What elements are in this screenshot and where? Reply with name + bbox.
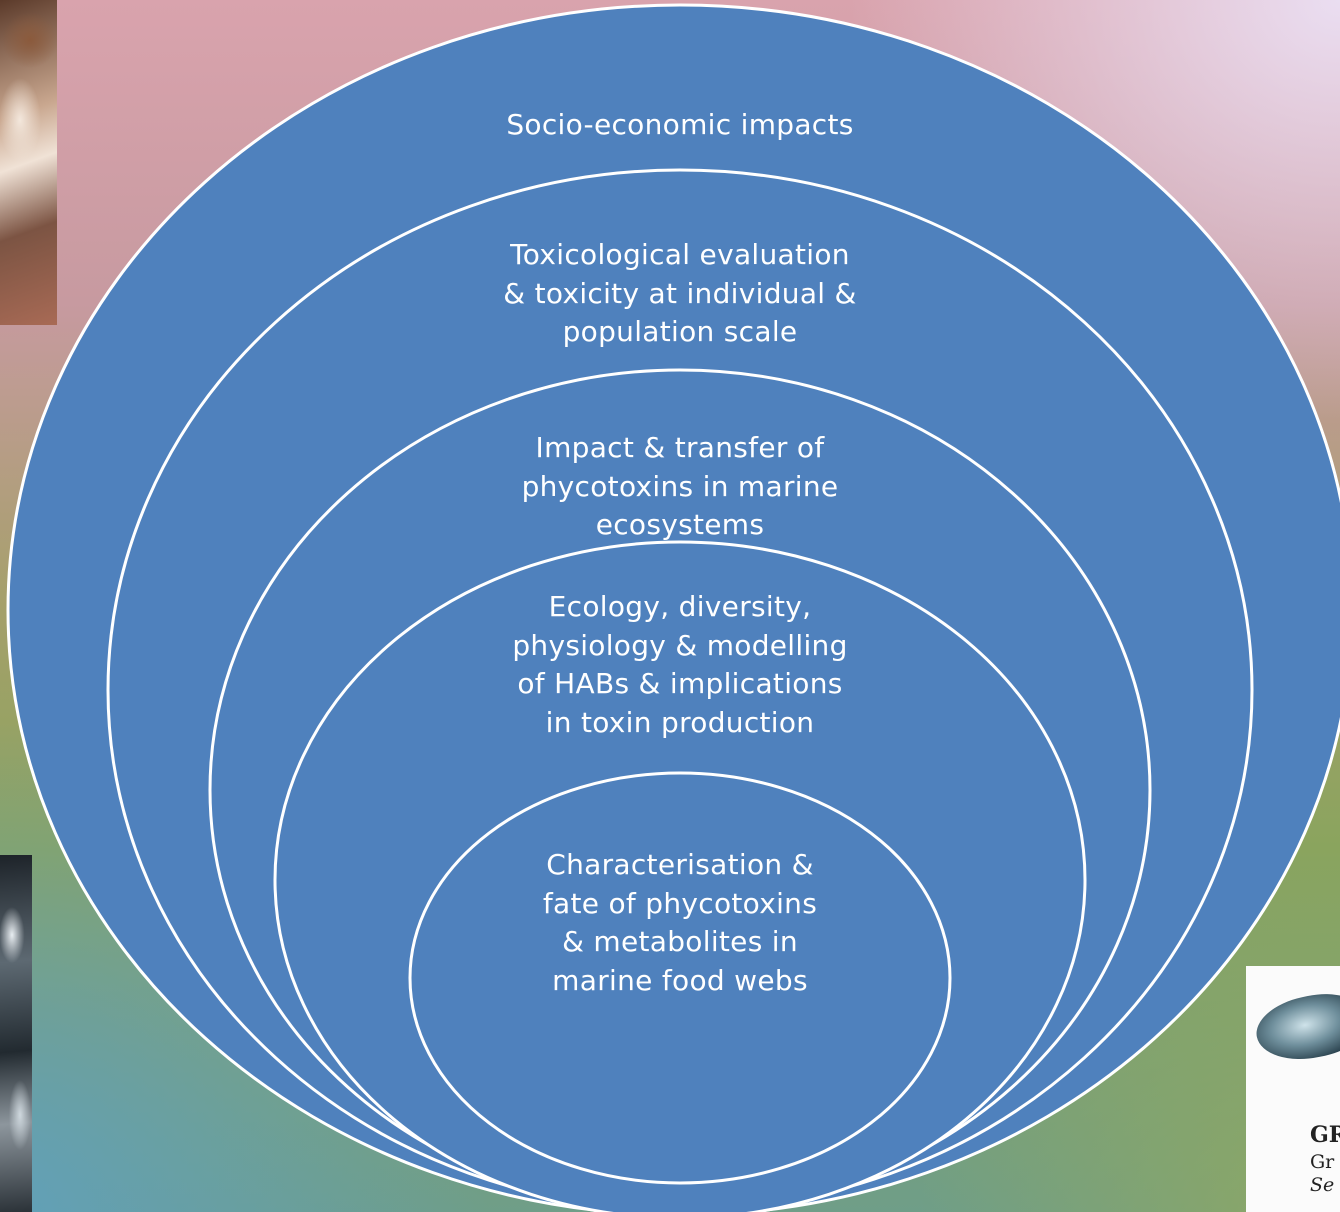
layer-label-toxicological: Toxicological evaluation & toxicity at i… (503, 238, 857, 348)
ellipse-layer-5 (408, 771, 952, 1185)
layer-label-characterisation: Characterisation & fate of phycotoxins &… (542, 848, 818, 997)
logo-card: GR Gr Se (1246, 966, 1340, 1212)
logo-text-line3: Se (1310, 1174, 1335, 1196)
logo-text-line2: Gr (1310, 1151, 1335, 1173)
layer-label-socio-economic: Socio-economic impacts (506, 108, 854, 141)
layer-label-ecology: Ecology, diversity, physiology & modelli… (512, 590, 848, 739)
shell-photo-top-left (0, 0, 57, 325)
layer-label-impact-transfer: Impact & transfer of phycotoxins in mari… (521, 431, 839, 541)
logo-text-line1: GR (1310, 1122, 1340, 1148)
mussel-photo-bottom-left (0, 855, 32, 1212)
